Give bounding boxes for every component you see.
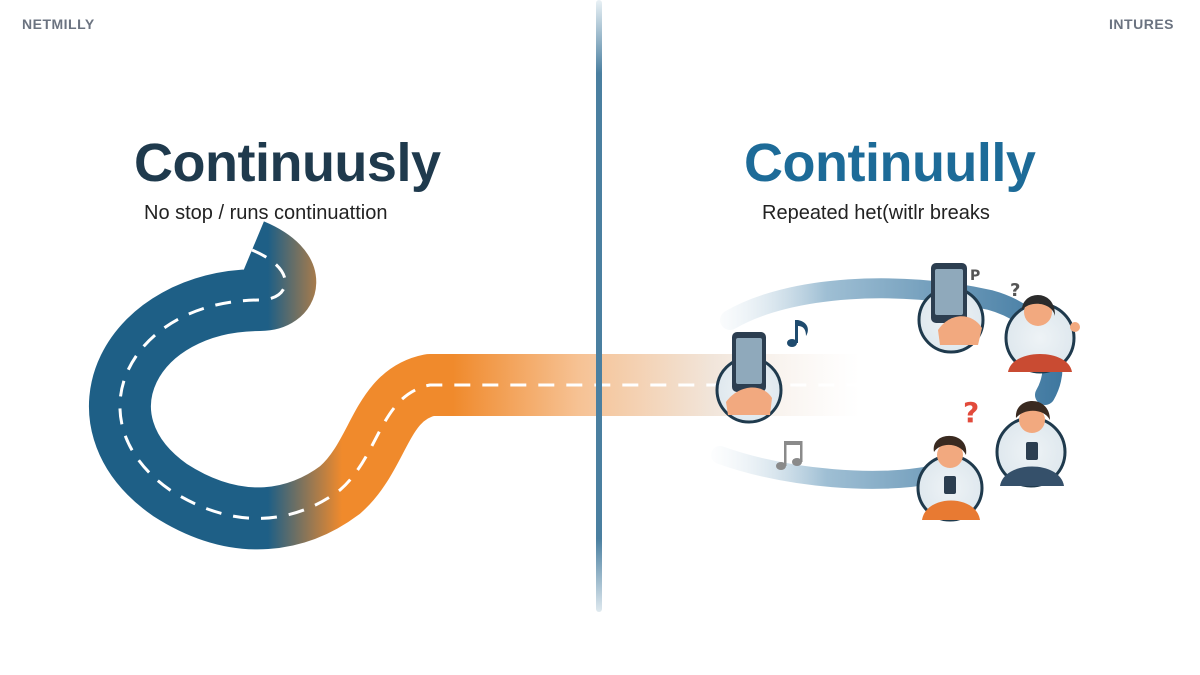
left-subtitle: No stop / runs continuattion [144,202,388,224]
left-title: Continuusly [134,133,441,193]
phone-hand-bubble [715,332,783,424]
right-subtitle: Repeated het(witlr breaks [762,202,990,224]
smartphone-icon [944,476,956,494]
smartphone-icon [1026,442,1038,460]
guy-avatar-bubble [916,435,984,522]
right-brand: INTURES [1109,16,1174,32]
center-divider [596,0,602,612]
music-note-icon [776,441,803,470]
left-brand: NETMILLY [22,16,95,32]
woman-avatar-bubble [1004,294,1080,374]
loop-arc-bottom [711,446,939,489]
question-mark-icon: ? [1010,280,1020,301]
question-mark-icon: P [970,268,980,284]
phone-bubble-top [917,263,985,354]
question-mark-icon: ? [963,396,979,429]
music-note-icon [787,320,808,347]
road-center-dashes [118,248,860,520]
man-avatar-bubble [995,401,1067,488]
right-title: Continuully [744,133,1036,193]
